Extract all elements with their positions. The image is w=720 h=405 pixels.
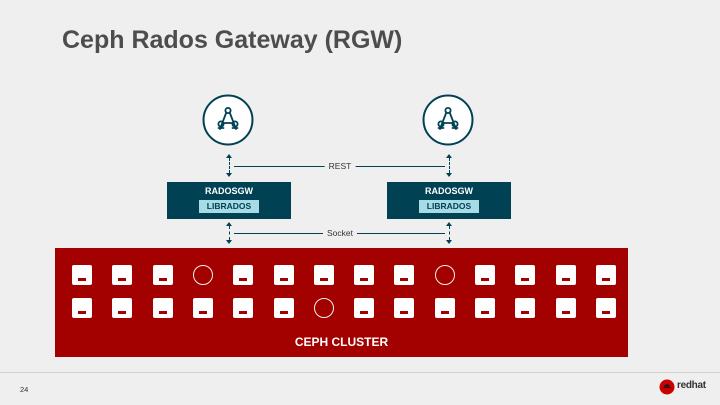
cluster-monitor-node-icon [435, 265, 455, 285]
cluster-osd-node-icon [112, 298, 132, 318]
right-radosgw-box: RADOSGW LIBRADOS [387, 182, 511, 219]
cluster-osd-node-icon [153, 298, 173, 318]
ceph-cluster-label: CEPH CLUSTER [294, 335, 389, 349]
cluster-osd-node-icon [193, 298, 213, 318]
librados-badge: LIBRADOS [199, 200, 259, 213]
cluster-osd-node-icon [475, 298, 495, 318]
radosgw-label: RADOSGW [205, 186, 253, 196]
left-upper-arrow-down-icon [226, 173, 232, 177]
cluster-monitor-node-icon [314, 298, 334, 318]
right-upper-arrow-down-icon [446, 173, 452, 177]
cluster-monitor-node-icon [193, 265, 213, 285]
left-lower-arrow-down-icon [226, 240, 232, 244]
cluster-osd-node-icon [596, 298, 616, 318]
radosgw-label: RADOSGW [425, 186, 473, 196]
redhat-logo-text: redhat [677, 380, 706, 391]
ceph-cluster: CEPH CLUSTER [55, 248, 628, 357]
redhat-logo-icon [659, 379, 675, 395]
rest-label: REST [324, 161, 356, 171]
right-lower-connector [449, 226, 450, 240]
right-client-icon [422, 94, 474, 146]
left-lower-arrow-up-icon [226, 222, 232, 226]
cluster-osd-node-icon [354, 265, 374, 285]
right-upper-arrow-up-icon [446, 154, 452, 158]
cluster-osd-node-icon [112, 265, 132, 285]
cluster-osd-node-icon [233, 298, 253, 318]
redhat-logo: redhat [658, 377, 710, 397]
cluster-osd-node-icon [394, 265, 414, 285]
cluster-osd-node-icon [72, 298, 92, 318]
cluster-osd-node-icon [314, 265, 334, 285]
cluster-osd-node-icon [274, 298, 294, 318]
cluster-osd-node-icon [153, 265, 173, 285]
cluster-osd-node-icon [556, 265, 576, 285]
footer-divider [0, 372, 720, 373]
cluster-osd-node-icon [274, 265, 294, 285]
right-upper-connector [449, 158, 450, 173]
cluster-osd-node-icon [515, 298, 535, 318]
cluster-osd-node-icon [72, 265, 92, 285]
cluster-osd-node-icon [515, 265, 535, 285]
left-upper-arrow-up-icon [226, 154, 232, 158]
cluster-osd-node-icon [233, 265, 253, 285]
right-lower-arrow-up-icon [446, 222, 452, 226]
cluster-osd-node-icon [394, 298, 414, 318]
left-radosgw-box: RADOSGW LIBRADOS [167, 182, 291, 219]
left-client-icon [202, 94, 254, 146]
right-lower-arrow-down-icon [446, 240, 452, 244]
cluster-osd-node-icon [354, 298, 374, 318]
cluster-osd-node-icon [475, 265, 495, 285]
cluster-osd-node-icon [435, 298, 455, 318]
cluster-osd-node-icon [556, 298, 576, 318]
left-upper-connector [229, 158, 230, 173]
slide-title: Ceph Rados Gateway (RGW) [62, 26, 403, 54]
socket-label: Socket [323, 228, 357, 238]
librados-badge: LIBRADOS [419, 200, 479, 213]
page-number: 24 [20, 385, 29, 394]
cluster-osd-node-icon [596, 265, 616, 285]
left-lower-connector [229, 226, 230, 240]
